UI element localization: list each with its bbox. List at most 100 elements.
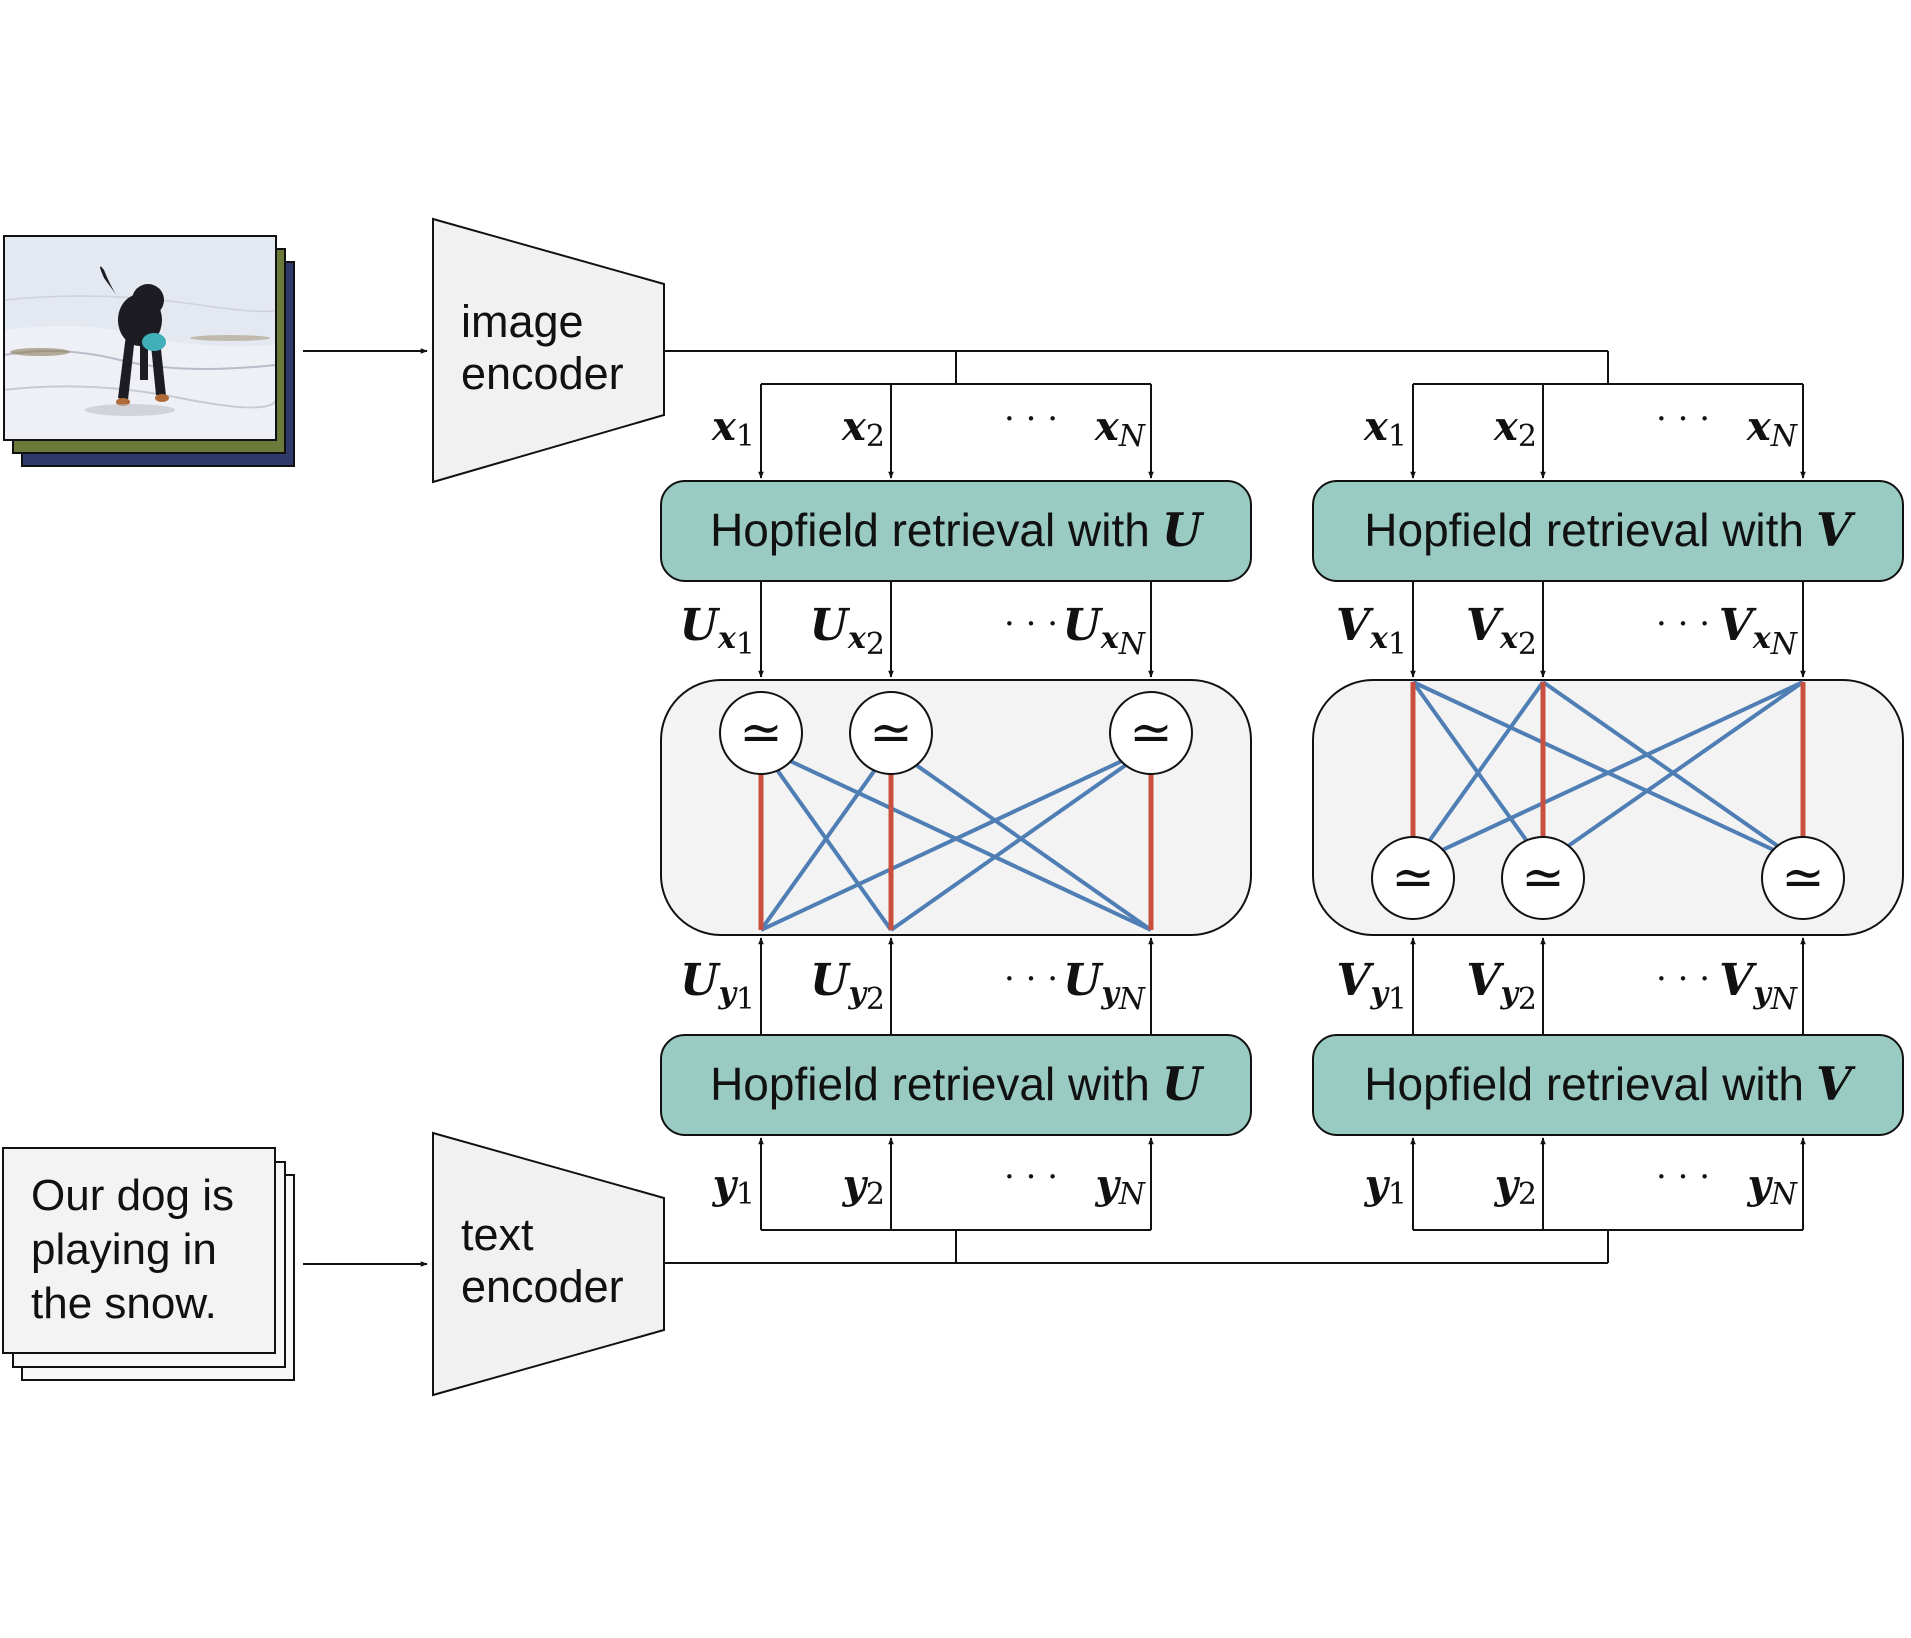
text-encoder: text encoder	[432, 1131, 665, 1397]
mx-label-2-v: VxN	[1719, 600, 1799, 662]
hopfield-u-bottom-symbol: U	[1162, 1057, 1205, 1111]
my-label-2-v-part: V	[1719, 955, 1757, 1006]
y-label-0-v: y1	[1364, 1161, 1407, 1212]
mx-label-2-v-part: V	[1719, 600, 1757, 651]
approx-icon-v-2: ≃	[1781, 848, 1825, 908]
mx-label-1-v-part: V	[1466, 600, 1504, 651]
mx-label-0-u-part: 1	[736, 627, 755, 662]
my-label-1-u-part: 2	[866, 982, 885, 1017]
similarity-node-v-1	[1501, 836, 1585, 920]
my-label-2-u-part: y	[1100, 976, 1121, 1011]
image-encoder-label-2: encoder	[461, 348, 624, 399]
y-label-0-v-part: 1	[1388, 1177, 1407, 1212]
x-label-2-u: xN	[1094, 403, 1147, 454]
y-label-2-v: yN	[1747, 1161, 1799, 1212]
mx-label-0-u-part: U	[680, 600, 721, 651]
my-label-0-v: Vy1	[1336, 955, 1407, 1017]
hopfield-u-bottom-text: Hopfield retrieval with	[710, 1058, 1150, 1110]
image-encoder: image encoder	[432, 217, 665, 484]
mx-dots-u: · · ·	[1004, 604, 1058, 644]
x-dots-v: · · ·	[1656, 399, 1710, 439]
mx-label-1-v-part: x	[1499, 621, 1519, 656]
my-label-1-u: Uy2	[810, 955, 885, 1017]
my-dots-v: · · ·	[1656, 959, 1710, 999]
hopfield-v-bottom-box	[1312, 1034, 1904, 1136]
hopfield-v-top-symbol: V	[1816, 503, 1856, 557]
hopfield-v-top-text: Hopfield retrieval with	[1364, 504, 1804, 556]
x-label-0-v-part: 1	[1388, 419, 1407, 454]
my-label-1-u-part: y	[847, 976, 868, 1011]
y-label-1-u-part: y	[842, 1161, 869, 1208]
mx-label-2-v-part: x	[1752, 621, 1772, 656]
x-label-1-v-part: 2	[1518, 419, 1537, 454]
x-label-0-u-part: x	[711, 403, 737, 450]
my-label-2-u: UyN	[1063, 955, 1147, 1017]
edge-cross-u-2-0	[760, 745, 1152, 932]
edge-cross-v-2-0	[1412, 680, 1804, 866]
similarity-block-v	[1312, 679, 1904, 936]
similarity-node-u-2	[1109, 691, 1193, 775]
mx-label-0-v: Vx1	[1336, 600, 1407, 662]
y-label-2-v-part: N	[1770, 1177, 1799, 1212]
similarity-block-u	[660, 679, 1252, 936]
dog	[100, 266, 169, 406]
mx-label-1-v-part: 2	[1518, 627, 1537, 662]
hopfield-v-bottom-text: Hopfield retrieval with	[1364, 1058, 1804, 1110]
x-label-2-v-part: N	[1770, 419, 1799, 454]
my-label-1-u-part: U	[810, 955, 851, 1006]
my-label-2-v-part: y	[1752, 976, 1773, 1011]
mx-label-2-u: UxN	[1062, 600, 1146, 662]
mx-label-2-u-part: x	[1100, 621, 1120, 656]
mx-dots-v: · · ·	[1656, 604, 1710, 644]
image-embedding-bus	[664, 350, 1803, 385]
my-label-0-u-part: y	[717, 976, 738, 1011]
image-encoder-label-1: image	[461, 296, 584, 347]
x-dots-u: · · ·	[1004, 399, 1058, 439]
y-label-0-u: y1	[712, 1161, 755, 1212]
my-label-0-v-part: y	[1369, 976, 1390, 1011]
mx-label-0-v-part: V	[1336, 600, 1374, 651]
my-label-0-u: Uy1	[680, 955, 755, 1017]
my-label-2-v-part: N	[1770, 982, 1799, 1017]
y-label-1-u-part: 2	[866, 1177, 885, 1212]
my-label-0-u-part: U	[680, 955, 721, 1006]
y-label-2-u-part: N	[1118, 1177, 1147, 1212]
my-label-0-v-part: 1	[1388, 982, 1407, 1017]
x-label-2-v: xN	[1746, 403, 1799, 454]
y-label-0-u-part: y	[712, 1161, 739, 1208]
y-label-0-v-part: y	[1364, 1161, 1391, 1208]
my-dots-u: · · ·	[1004, 959, 1058, 999]
mx-label-1-u-part: 2	[866, 627, 885, 662]
my-label-0-v-part: V	[1336, 955, 1374, 1006]
hopfield-u-top-symbol: U	[1162, 503, 1205, 557]
mx-label-0-v-part: x	[1369, 621, 1389, 656]
y-dots-u: · · ·	[1004, 1157, 1058, 1197]
my-label-1-v-part: 2	[1518, 982, 1537, 1017]
my-label-1-v: Vy2	[1466, 955, 1537, 1017]
similarity-node-u-0	[719, 691, 803, 775]
y-label-2-u: yN	[1095, 1161, 1147, 1212]
mx-label-1-u: Ux2	[810, 600, 885, 662]
y-label-2-u-part: y	[1095, 1161, 1122, 1208]
text-encoder-label-1: text	[461, 1209, 534, 1260]
caption-line-1: Our dog is	[31, 1171, 234, 1220]
mx-label-2-u-part: N	[1118, 627, 1147, 662]
mx-label-2-v-part: N	[1770, 627, 1799, 662]
my-label-1-v-part: V	[1466, 955, 1504, 1006]
mx-label-1-v: Vx2	[1466, 600, 1537, 662]
approx-icon-v-0: ≃	[1391, 848, 1435, 908]
edge-cross-v-1-0	[1411, 680, 1545, 865]
similarity-node-v-2	[1761, 836, 1845, 920]
x-label-0-v: x1	[1363, 403, 1407, 454]
my-label-2-u-part: U	[1063, 955, 1104, 1006]
hopfield-u-top-text: Hopfield retrieval with	[710, 504, 1150, 556]
dog-photo	[3, 235, 277, 441]
hopfield-v-bottom-symbol: V	[1816, 1057, 1856, 1111]
approx-icon-u-2: ≃	[1129, 703, 1173, 763]
